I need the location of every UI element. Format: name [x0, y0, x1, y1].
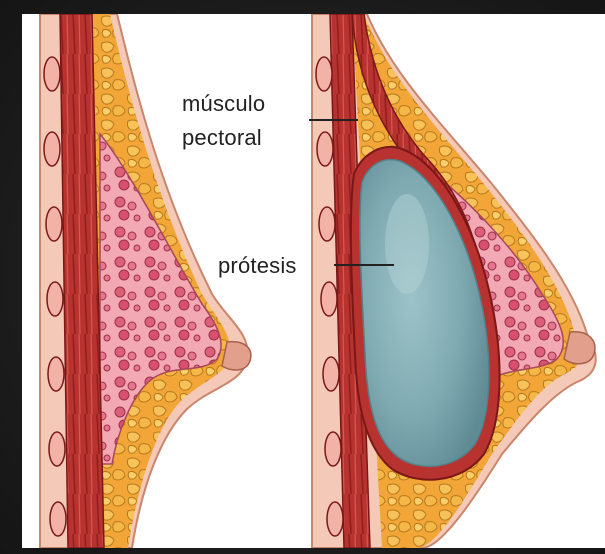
illustration-panel: músculo pectoral prótesis — [22, 14, 605, 548]
augmented-breast — [312, 14, 596, 548]
right-nipple — [564, 332, 595, 364]
breast-anatomy-diagram — [22, 14, 605, 548]
muscle-label-line2: pectoral — [182, 122, 262, 154]
muscle-label-line1: músculo — [182, 88, 265, 120]
implant-label: prótesis — [218, 250, 297, 282]
implant-highlight — [385, 194, 429, 294]
left-nipple — [222, 342, 251, 370]
